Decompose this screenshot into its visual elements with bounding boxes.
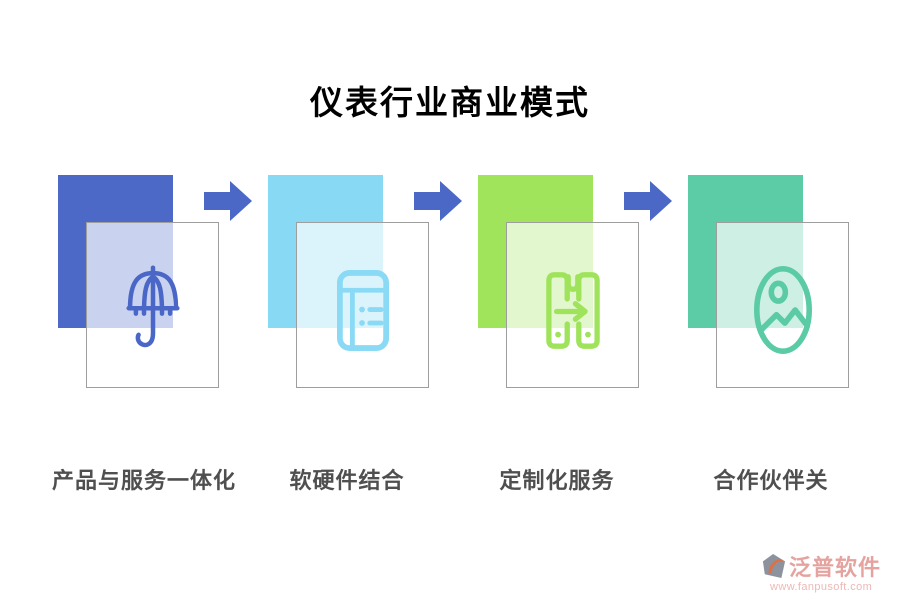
arrow-right-icon bbox=[204, 181, 252, 221]
watermark: 泛普软件 www.fanpusoft.com bbox=[762, 550, 894, 593]
arrow-right-icon bbox=[624, 181, 672, 221]
step-card-4 bbox=[688, 175, 850, 389]
step-label: 软硬件结合 bbox=[289, 468, 405, 493]
overlay-panel bbox=[716, 222, 849, 388]
ledger-icon bbox=[336, 269, 389, 351]
fanpu-logo-icon bbox=[762, 554, 786, 578]
arrow-right-icon bbox=[414, 181, 462, 221]
page-title: 仪表行业商业模式 bbox=[310, 84, 590, 121]
step-card-2 bbox=[268, 175, 430, 389]
photo-icon bbox=[753, 266, 812, 354]
step-label: 产品与服务一体化 bbox=[51, 468, 236, 493]
overlay-panel bbox=[506, 222, 639, 388]
overlay-panel bbox=[86, 222, 219, 388]
step-card-1 bbox=[58, 175, 220, 389]
step-label: 合作伙伴关 bbox=[713, 468, 829, 493]
umbrella-icon bbox=[125, 265, 180, 348]
step-label: 定制化服务 bbox=[499, 468, 615, 493]
watermark-brand: 泛普软件 bbox=[789, 555, 882, 580]
watermark-url: www.fanpusoft.com bbox=[770, 581, 873, 593]
device-transfer-icon bbox=[545, 271, 600, 349]
overlay-panel bbox=[296, 222, 429, 388]
step-card-3 bbox=[478, 175, 640, 389]
